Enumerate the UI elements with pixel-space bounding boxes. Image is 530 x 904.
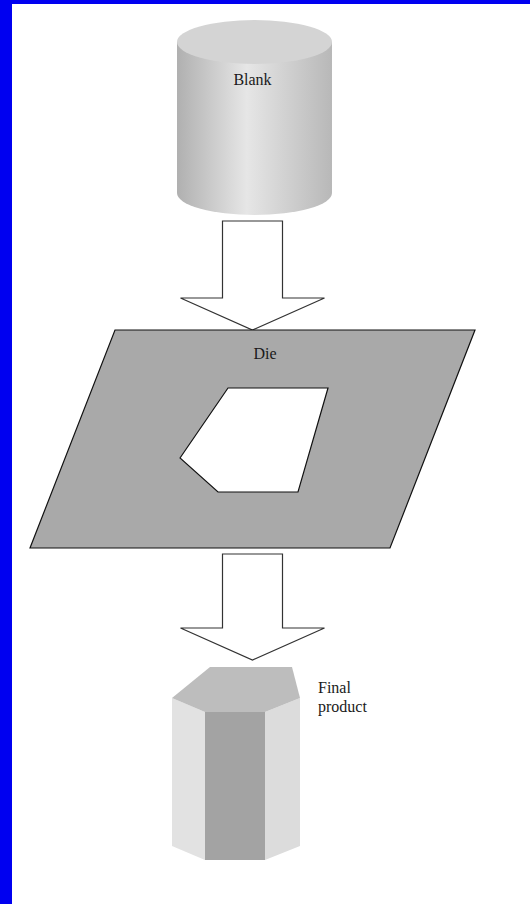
cylinder-top	[177, 20, 332, 64]
die-opening	[180, 388, 328, 492]
page-border	[0, 0, 530, 4]
cylinder-body	[177, 42, 332, 215]
shape-label: Final product	[318, 678, 382, 716]
prism-front-face	[205, 712, 265, 860]
die-outline	[30, 330, 475, 548]
final-product-shape	[165, 660, 425, 865]
blank-cylinder-shape	[175, 20, 334, 215]
final-product: Final product	[165, 660, 425, 865]
prism-left-face	[172, 698, 205, 860]
blank-cylinder: Blank	[175, 20, 334, 215]
block-arrow	[181, 221, 325, 330]
shape-label: Die	[230, 344, 300, 363]
shape-label: Blank	[175, 70, 330, 89]
prism-top-face	[172, 667, 300, 712]
die-plate-shape	[30, 330, 475, 548]
prism-right-face	[265, 698, 300, 860]
block-arrow	[181, 554, 325, 660]
page-border	[0, 0, 12, 904]
die-plate: Die	[30, 330, 475, 548]
